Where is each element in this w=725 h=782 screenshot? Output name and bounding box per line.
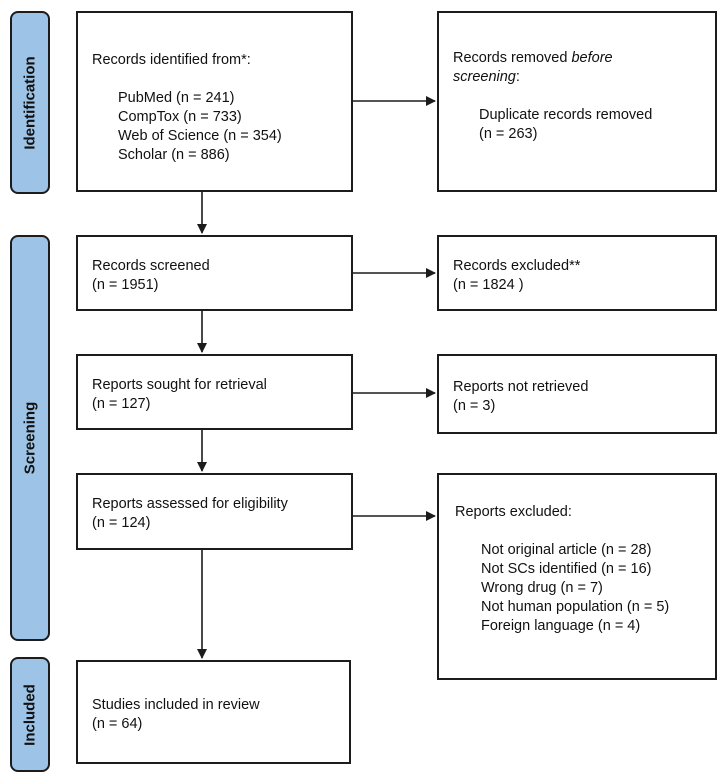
exclusion-reason: Not original article (n = 28) [481,542,652,558]
reports-excluded-box: Reports excluded: Not original article (… [437,473,717,680]
source-web-of-science: Web of Science (n = 354) [118,128,282,144]
reports-excluded-title: Reports excluded: [455,504,572,520]
source-comptox: CompTox (n = 733) [118,109,242,125]
phase-screening: Screening [10,235,50,641]
records-removed-box: Records removed before screening: Duplic… [437,11,717,192]
records-identified-title: Records identified from*: [92,52,251,68]
exclusion-reason: Not human population (n = 5) [481,599,670,615]
reports-assessed-count: (n = 124) [92,515,151,531]
reports-assessed-label: Reports assessed for eligibility [92,496,288,512]
phase-identification: Identification [10,11,50,194]
records-removed-title-cont: screening: [453,69,520,85]
source-pubmed: PubMed (n = 241) [118,90,235,106]
reports-not-retrieved-label: Reports not retrieved [453,379,589,395]
reports-assessed-box: Reports assessed for eligibility (n = 12… [76,473,353,550]
records-identified-sources: PubMed (n = 241) CompTox (n = 733) Web o… [118,89,282,165]
records-screened-box: Records screened (n = 1951) [76,235,353,311]
records-excluded-count: (n = 1824 ) [453,277,524,293]
studies-included-label: Studies included in review [92,697,260,713]
records-screened-label: Records screened [92,258,210,274]
studies-included-count: (n = 64) [92,716,143,732]
exclusion-reason: Not SCs identified (n = 16) [481,561,652,577]
reports-not-retrieved-count: (n = 3) [453,398,496,414]
reports-sought-label: Reports sought for retrieval [92,377,267,393]
exclusion-reason: Foreign language (n = 4) [481,618,641,634]
source-scholar: Scholar (n = 886) [118,147,230,163]
studies-included-box: Studies included in review (n = 64) [76,660,351,764]
records-excluded-label: Records excluded** [453,258,581,274]
reports-sought-count: (n = 127) [92,396,151,412]
duplicate-records-label: Duplicate records removed [479,107,653,123]
exclusion-reason: Wrong drug (n = 7) [481,580,603,596]
records-identified-box: Records identified from*: PubMed (n = 24… [76,11,353,192]
reports-not-retrieved-box: Reports not retrieved (n = 3) [437,354,717,434]
reports-sought-box: Reports sought for retrieval (n = 127) [76,354,353,430]
duplicate-records-count: (n = 263) [479,126,538,142]
records-excluded-box: Records excluded** (n = 1824 ) [437,235,717,311]
records-removed-title: Records removed before [453,50,613,66]
records-screened-count: (n = 1951) [92,277,159,293]
phase-included: Included [10,657,50,772]
